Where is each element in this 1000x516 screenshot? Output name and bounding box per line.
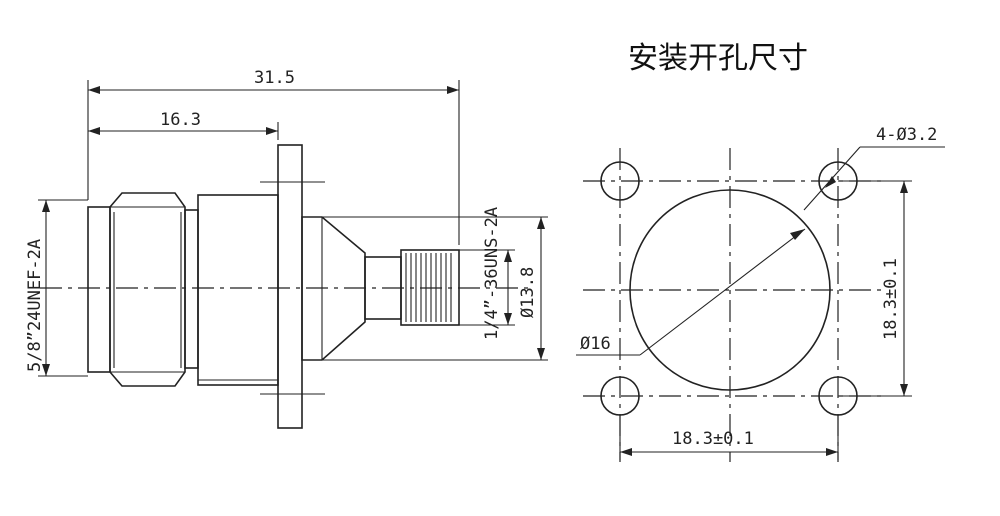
connector-side-view: 31.5 16.3 5/8”24UNEF-2A 1/4”-36UNS-2A Ø1… — [25, 68, 548, 429]
spacing-horizontal-label: 18.3±0.1 — [672, 429, 754, 449]
mounting-hole — [600, 161, 640, 201]
overall-length-label: 31.5 — [254, 68, 295, 88]
sma-thread-label: 1/4”-36UNS-2A — [482, 207, 502, 340]
center-hole-label: Ø16 — [580, 334, 611, 354]
center-hole — [629, 189, 831, 391]
holes-label: 4-Ø3.2 — [876, 125, 937, 145]
flange-dia-label: Ø13.8 — [518, 267, 538, 318]
n-thread-label: 5/8”24UNEF-2A — [25, 239, 45, 372]
spacing-vertical-label: 18.3±0.1 — [881, 258, 901, 340]
page-title: 安装开孔尺寸 — [628, 41, 808, 76]
mounting-hole-pattern: Ø16 4-Ø3.2 18.3±0.1 18.3±0.1 — [576, 125, 945, 462]
body-length-label: 16.3 — [160, 110, 201, 130]
